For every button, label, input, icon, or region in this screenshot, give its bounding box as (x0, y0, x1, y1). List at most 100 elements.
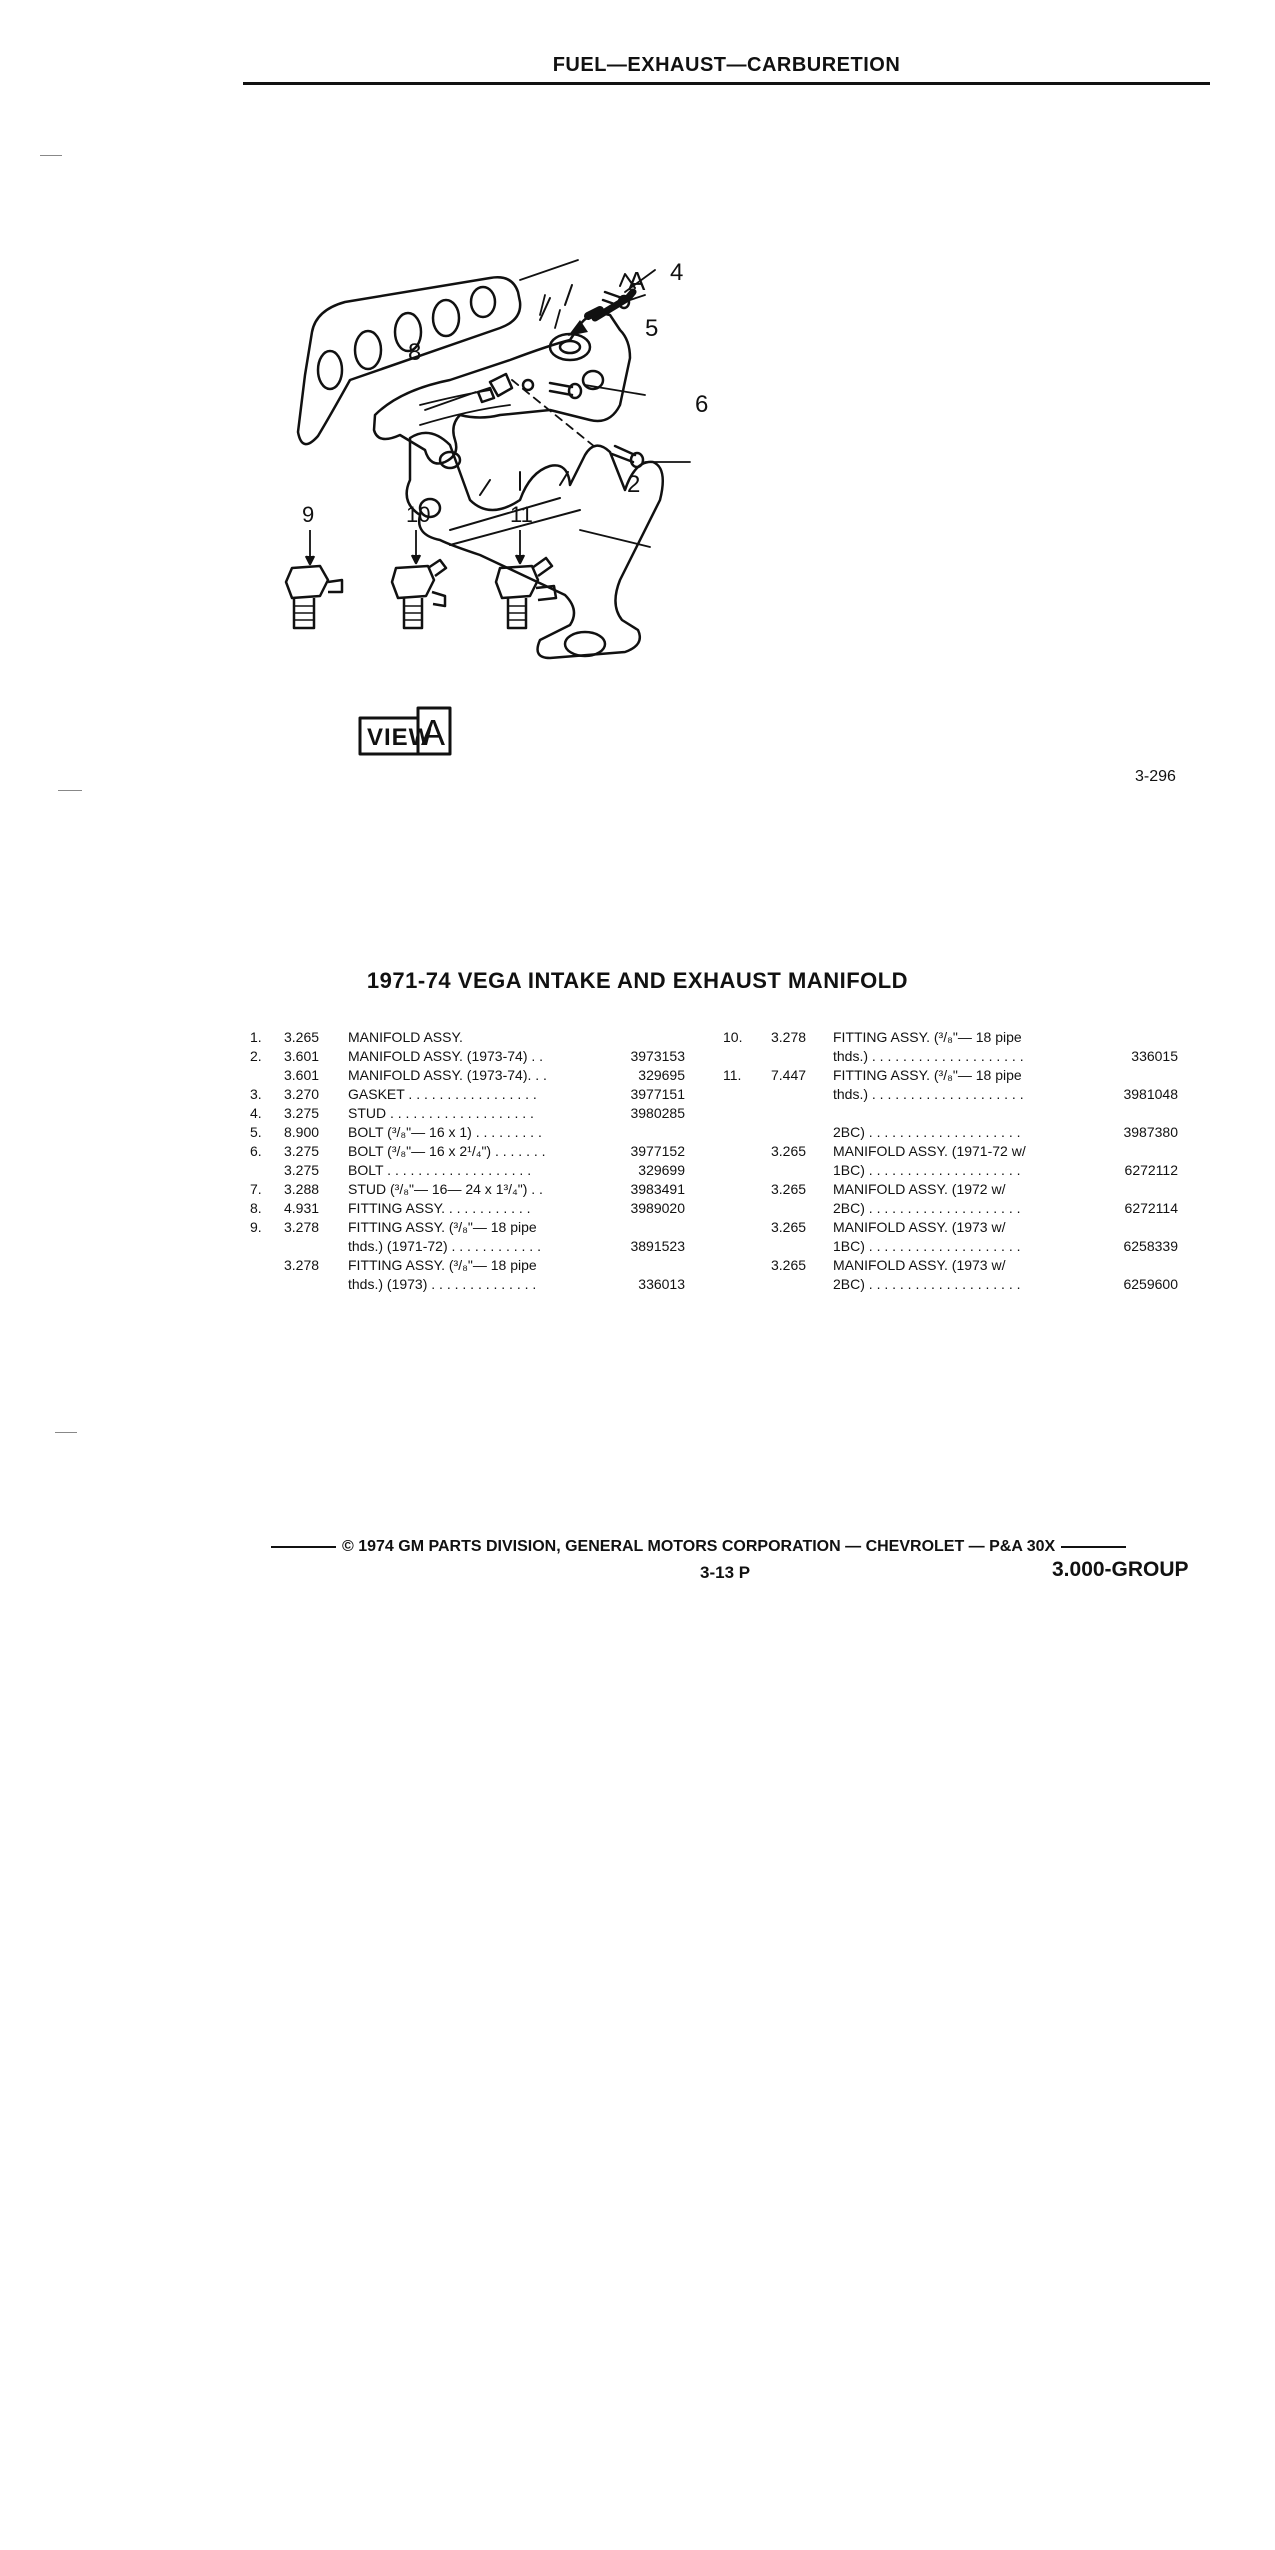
parts-group: 3.275 (284, 1143, 320, 1159)
parts-number: 329695 (638, 1067, 685, 1083)
parts-group: 8.900 (284, 1124, 320, 1140)
parts-desc: STUD (³/₈"— 16— 24 x 1³/₄") . . (348, 1181, 543, 1197)
parts-desc: FITTING ASSY. (³/₈"— 18 pipe (833, 1067, 1022, 1083)
stud-4-drawing (601, 290, 631, 310)
fitting-8-drawing (476, 372, 514, 404)
parts-num: 2. (250, 1048, 262, 1064)
fitting-9-drawing (284, 564, 344, 630)
section-title: 1971-74 VEGA INTAKE AND EXHAUST MANIFOLD (366, 968, 909, 993)
parts-row (723, 1104, 1193, 1122)
parts-row: 2BC) . . . . . . . . . . . . . . . . . .… (723, 1123, 1193, 1141)
callout-10: 10 (406, 502, 430, 527)
parts-num: 7. (250, 1181, 262, 1197)
parts-group: 3.265 (771, 1143, 807, 1159)
parts-group: 3.278 (284, 1257, 320, 1273)
parts-row: thds.) (1973) . . . . . . . . . . . . . … (250, 1275, 700, 1293)
parts-row: 7. 3.288 STUD (³/₈"— 16— 24 x 1³/₄") . . 39… (250, 1180, 700, 1198)
parts-row: thds.) . . . . . . . . . . . . . . . . .… (723, 1047, 1193, 1065)
parts-group: 3.275 (284, 1162, 320, 1178)
parts-row: thds.) . . . . . . . . . . . . . . . . .… (723, 1085, 1193, 1103)
parts-row: 2BC) . . . . . . . . . . . . . . . . . .… (723, 1275, 1193, 1293)
parts-desc: GASKET . . . . . . . . . . . . . . . . . (348, 1086, 537, 1102)
parts-desc: BOLT (³/₈"— 16 x 1) . . . . . . . . . (348, 1124, 542, 1140)
parts-desc: STUD . . . . . . . . . . . . . . . . . .… (348, 1105, 534, 1121)
parts-row: 3. 3.270 GASKET . . . . . . . . . . . . . … (250, 1085, 700, 1103)
parts-num: 3. (250, 1086, 262, 1102)
parts-row: 3.278 FITTING ASSY. (³/₈"— 18 pipe (250, 1256, 700, 1274)
parts-desc: MANIFOLD ASSY. (1973 w/ (833, 1219, 1006, 1235)
parts-number: 3980285 (630, 1105, 685, 1121)
parts-num: 4. (250, 1105, 262, 1121)
footer-copyright-line: © 1974 GM PARTS DIVISION, GENERAL MOTORS… (265, 1538, 1210, 1556)
parts-number: 3989020 (630, 1200, 685, 1216)
parts-group: 3.278 (284, 1219, 320, 1235)
page-header: FUEL—EXHAUST—CARBURETION (243, 52, 1210, 85)
parts-group: 3.275 (284, 1105, 320, 1121)
parts-desc: thds.) (1971-72) . . . . . . . . . . . . (348, 1238, 541, 1254)
parts-group: 4.931 (284, 1200, 320, 1216)
parts-desc: thds.) (1973) . . . . . . . . . . . . . … (348, 1276, 537, 1292)
parts-number: 3983491 (630, 1181, 685, 1197)
parts-desc: FITTING ASSY. (³/₈"— 18 pipe (348, 1257, 537, 1273)
parts-number: 3973153 (630, 1048, 685, 1064)
scan-speck (55, 1432, 77, 1433)
parts-group: 3.265 (771, 1181, 807, 1197)
parts-desc: MANIFOLD ASSY. (1971-72 w/ (833, 1143, 1026, 1159)
gasket-drawing (296, 276, 522, 446)
callout-9: 9 (302, 502, 314, 527)
parts-desc: 2BC) . . . . . . . . . . . . . . . . . .… (833, 1200, 1021, 1216)
parts-num: 8. (250, 1200, 262, 1216)
parts-desc: thds.) . . . . . . . . . . . . . . . . .… (833, 1048, 1024, 1064)
parts-group: 3.601 (284, 1067, 320, 1083)
view-letter: A (421, 712, 446, 753)
callout-5: 5 (645, 315, 658, 342)
parts-desc: MANIFOLD ASSY. (1973 w/ (833, 1257, 1006, 1273)
header-title: FUEL—EXHAUST—CARBURETION (552, 54, 901, 76)
scan-speck (40, 155, 62, 156)
parts-desc: MANIFOLD ASSY. (1973-74) . . (348, 1048, 544, 1064)
parts-row: 1BC) . . . . . . . . . . . . . . . . . .… (723, 1161, 1193, 1179)
footer-copyright: © 1974 GM PARTS DIVISION, GENERAL MOTORS… (342, 1538, 1056, 1555)
parts-num: 5. (250, 1124, 262, 1140)
parts-desc: 1BC) . . . . . . . . . . . . . . . . . .… (833, 1238, 1021, 1254)
parts-group: 3.278 (771, 1029, 807, 1045)
parts-num: 9. (250, 1219, 262, 1235)
footer-rule (271, 1545, 336, 1548)
parts-number: 6259600 (1123, 1276, 1178, 1292)
parts-desc: MANIFOLD ASSY. (348, 1029, 463, 1045)
parts-group: 3.270 (284, 1086, 320, 1102)
bolt-5-drawing (548, 381, 583, 400)
callout-arrow-a: A (628, 266, 646, 296)
parts-group: 3.288 (284, 1181, 320, 1197)
callout-2: 2 (627, 471, 640, 498)
parts-desc: 1BC) . . . . . . . . . . . . . . . . . .… (833, 1162, 1021, 1178)
parts-number: 3977151 (630, 1086, 685, 1102)
parts-num: 11. (723, 1067, 742, 1083)
parts-desc: FITTING ASSY. . . . . . . . . . . . (348, 1200, 531, 1216)
view-label: VIEW (367, 724, 433, 751)
parts-number: 6272114 (1124, 1200, 1178, 1216)
bolt-6-drawing (610, 444, 645, 469)
callout-11: 11 (510, 502, 533, 527)
parts-number: 3981048 (1123, 1086, 1178, 1102)
parts-num: 1. (250, 1029, 262, 1045)
parts-number: 6272112 (1124, 1162, 1178, 1178)
parts-number: 329699 (638, 1162, 685, 1178)
parts-group: 3.601 (284, 1048, 320, 1064)
page-number: 3-13 P (700, 1563, 751, 1582)
fitting-10-drawing (390, 558, 448, 630)
figure-number: 3-296 (1135, 768, 1176, 785)
parts-number: 3977152 (630, 1143, 685, 1159)
parts-number: 3987380 (1123, 1124, 1178, 1140)
callout-6: 6 (695, 391, 708, 418)
scan-speck (58, 790, 82, 791)
